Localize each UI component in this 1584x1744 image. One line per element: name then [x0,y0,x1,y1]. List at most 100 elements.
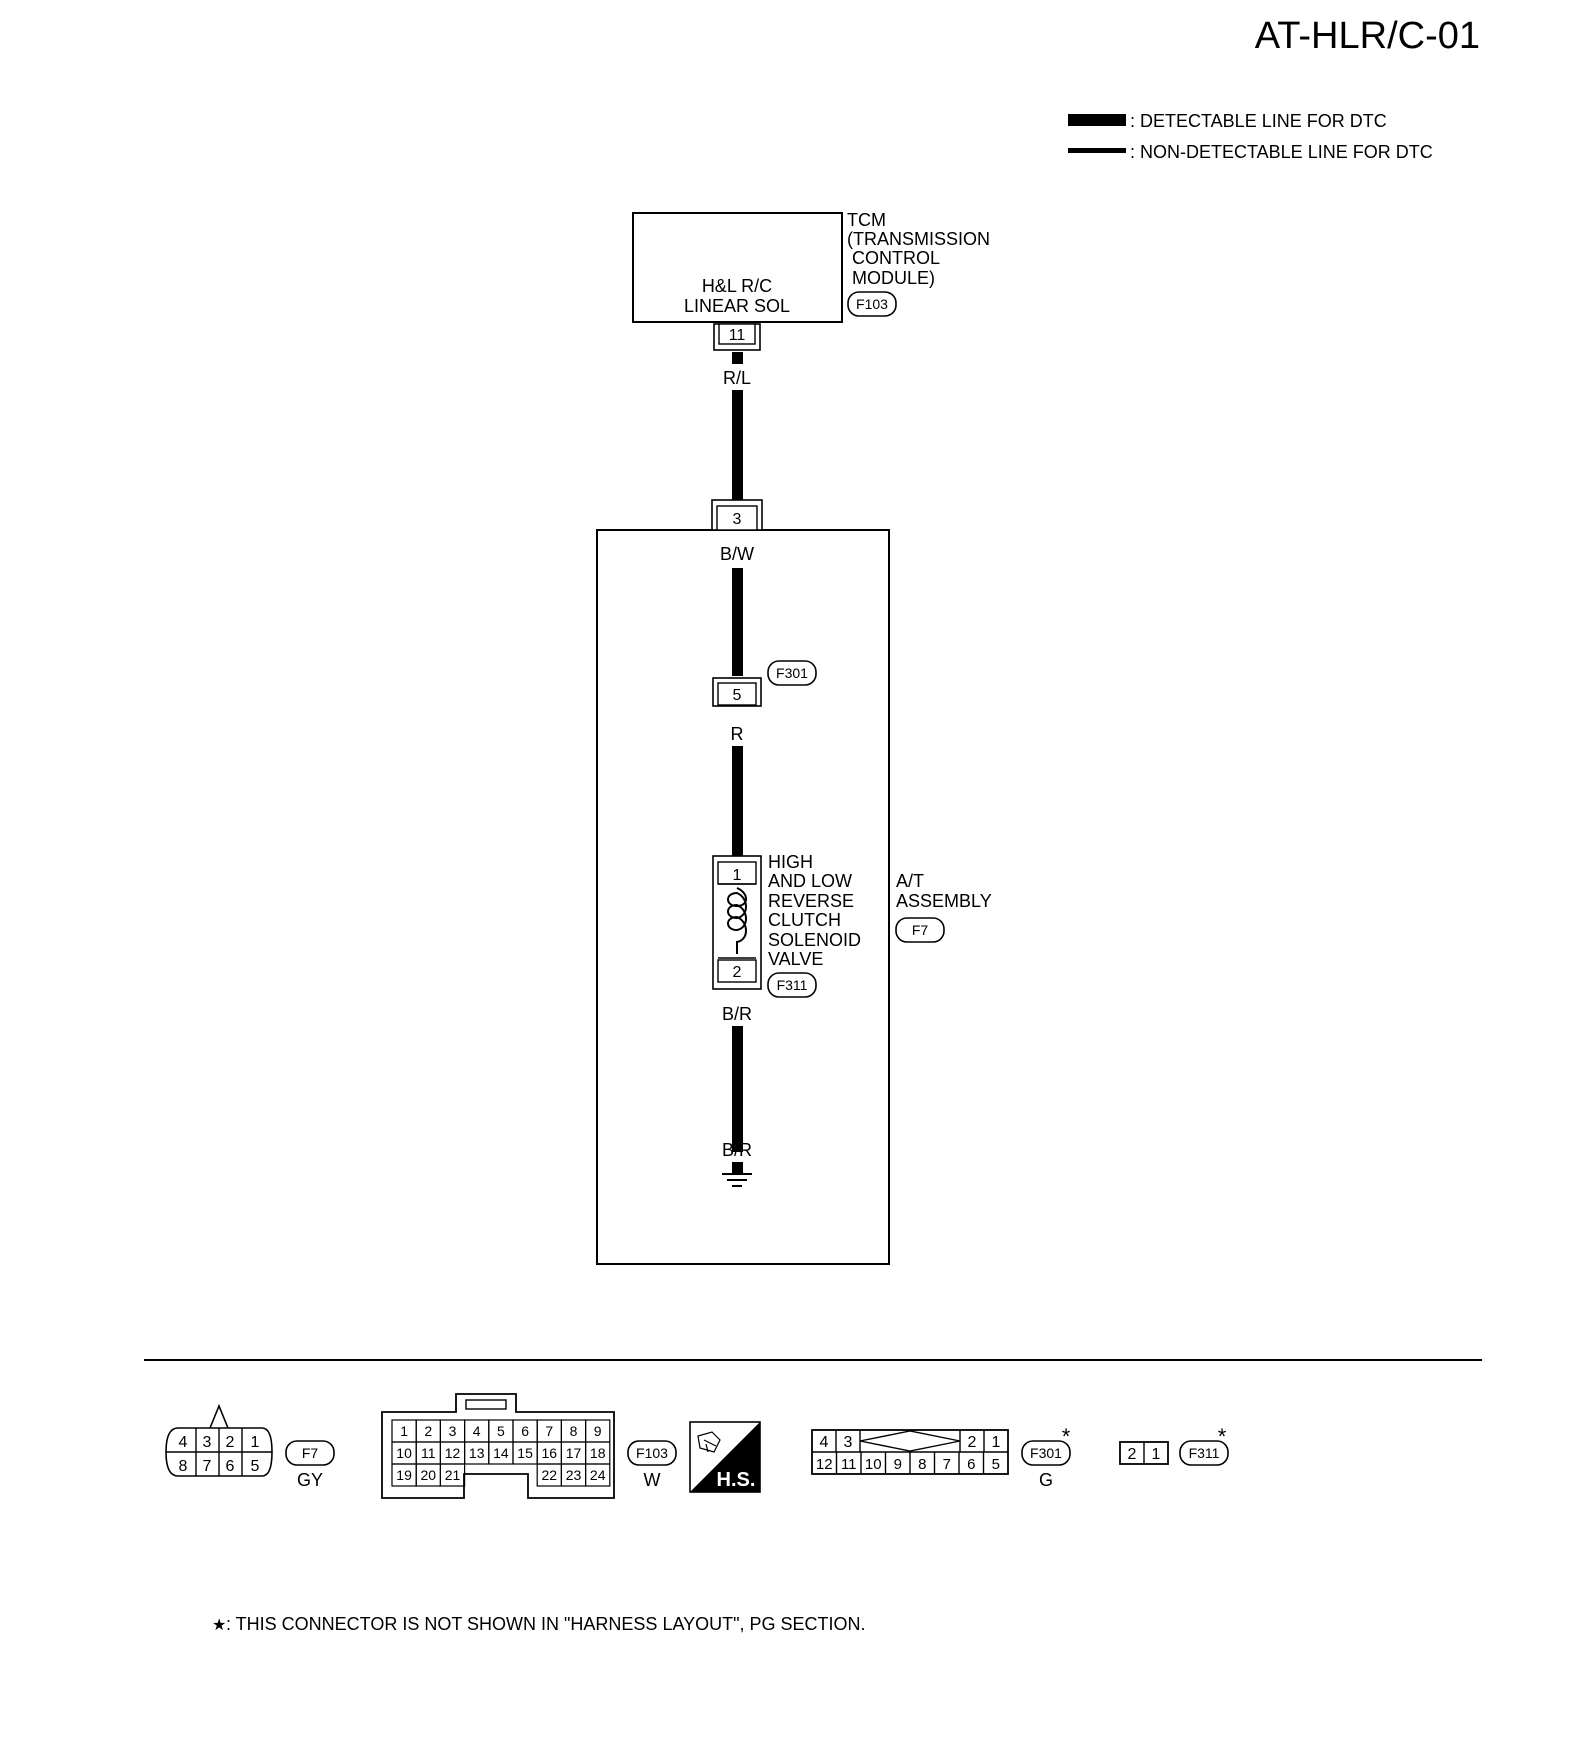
f301-pin: 6 [967,1456,975,1473]
f103-pin: 8 [570,1423,578,1439]
f103-pin: 13 [469,1445,485,1461]
f103-face-color: W [644,1470,661,1490]
f103-pin: 5 [497,1423,505,1439]
f103-pin: 22 [542,1467,558,1483]
f7-pin: 3 [203,1434,212,1451]
wire-br [732,1026,743,1152]
tcm-name-line-3: CONTROL [847,248,940,268]
f103-pin: 2 [424,1423,432,1439]
solenoid-name-line-5: SOLENOID [768,930,861,950]
f301-pin: 3 [844,1434,853,1451]
f7-face-id: F7 [302,1445,319,1461]
ground-icon [722,1162,752,1187]
f301-pin: 1 [992,1434,1001,1451]
f103-pin: 14 [493,1445,509,1461]
f311-pin: 2 [1128,1446,1137,1463]
f301-key-icon [859,1430,961,1452]
f103-pin: 1 [400,1423,408,1439]
f7-face-badge [285,1440,335,1466]
f7-connector-badge [895,917,945,943]
f311-connector-badge [767,972,817,998]
tcm-name-line-2: (TRANSMISSION [847,229,990,249]
f103-face-badge [627,1440,677,1466]
f301-pin-5: 5 [712,677,762,707]
tcm-terminal-label-2: LINEAR SOL [684,296,790,316]
f103-pin: 7 [545,1423,553,1439]
solenoid-name-line-3: REVERSE [768,891,854,911]
f301-connector-id: F301 [776,665,808,681]
f7-key-icon [209,1403,229,1429]
f301-face-color: G [1039,1470,1053,1490]
f311-face-badge [1179,1440,1229,1466]
f311-star: * [1218,1424,1227,1449]
f7-pin: 2 [226,1434,235,1451]
tcm-box [632,212,843,323]
hs-label: H.S. [717,1469,756,1491]
solenoid-name-line-4: CLUTCH [768,910,841,930]
f301-connector-badge [767,660,817,686]
f103-pin: 9 [594,1423,602,1439]
detectable-line-sample [1068,114,1126,126]
f103-pin: 19 [396,1467,412,1483]
f311-pin: 1 [1152,1446,1161,1463]
tcm-pin-11: 11 [713,323,761,351]
footnote-star: ★ [212,1617,226,1634]
f103-pin: 18 [590,1445,606,1461]
f301-pin: 7 [943,1456,951,1473]
f7-face-color: GY [297,1470,323,1490]
solenoid-pin-2-number: 2 [733,964,742,981]
wire-color-rl: R/L [723,368,751,388]
hs-harness-icon [697,1431,721,1453]
f103-latch-icon [465,1399,507,1410]
f301-pin: 10 [865,1456,882,1473]
f103-pin: 24 [590,1467,606,1483]
f7-connector-id: F7 [912,922,929,938]
wire-color-r: R [731,724,744,744]
wire-r [732,746,743,856]
f301-pin: 8 [918,1456,926,1473]
f301-face-id: F301 [1030,1445,1062,1461]
tcm-connector-id: F103 [856,296,888,312]
wire-bw [732,568,743,676]
legend: : DETECTABLE LINE FOR DTC : NON-DETECTAB… [1068,111,1433,162]
f103-face-id: F103 [636,1445,668,1461]
f103-pin: 10 [396,1445,412,1461]
f103-pin: 11 [421,1445,436,1461]
f301-star: * [1062,1424,1071,1449]
f7-pin: 8 [179,1458,188,1475]
at-assembly-name-line-1: A/T [896,871,924,891]
tcm-module: H&L R/C LINEAR SOL TCM (TRANSMISSION CON… [632,210,990,323]
solenoid-valve: 1 2 [712,855,762,990]
wire-stub-tcm [732,352,743,364]
f7-pin: 6 [226,1458,235,1475]
f301-pin-number: 5 [733,687,742,704]
f301-pin: 12 [816,1456,833,1473]
tcm-pin-inner [718,323,756,345]
non-detectable-line-sample [1068,148,1126,153]
f103-pin: 4 [473,1423,481,1439]
f103-pin: 3 [449,1423,457,1439]
solenoid-name-line-1: HIGH [768,852,813,872]
hs-icon: H.S. [689,1421,761,1493]
solenoid-pin-2-box [717,959,757,983]
f103-pin: 21 [445,1467,461,1483]
at-pin-3: 3 [711,499,763,531]
wire-rl [732,390,743,500]
at-pin-3-inner [716,505,758,531]
footnote-text: : THIS CONNECTOR IS NOT SHOWN IN "HARNES… [226,1614,866,1634]
wire-color-br-ground: B/R [722,1140,752,1160]
tcm-connector-badge [847,291,897,317]
f103-pin: 6 [521,1423,529,1439]
tcm-pin-number: 11 [729,327,746,344]
solenoid-name-line-2: AND LOW [768,871,852,891]
solenoid-pin-1-number: 1 [733,867,742,884]
f103-pin-cell [439,1463,466,1487]
f103-pin: 16 [542,1445,558,1461]
legend-detectable-label: : DETECTABLE LINE FOR DTC [1130,111,1387,131]
f7-pin: 4 [179,1434,188,1451]
tcm-name-line-1: TCM [847,210,886,230]
f7-pin: 5 [251,1458,260,1475]
f103-pin: 15 [517,1445,533,1461]
